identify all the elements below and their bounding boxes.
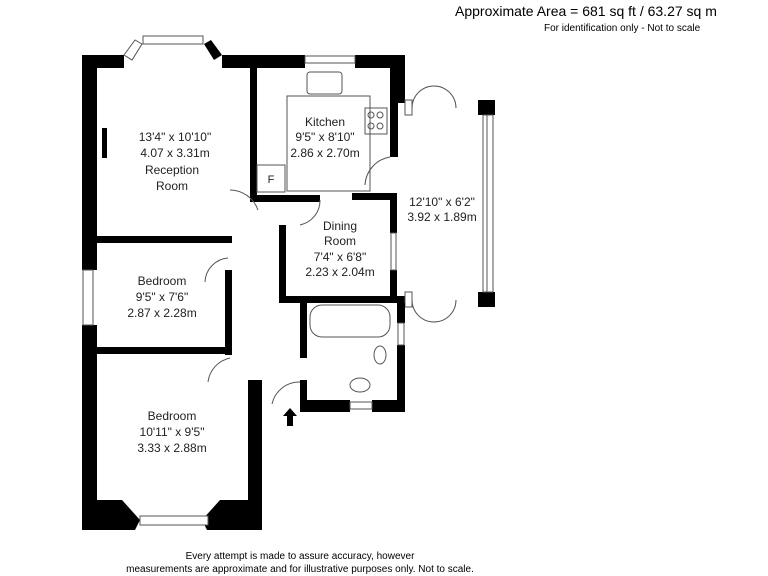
disclaimer: Every attempt is made to assure accuracy… [120,550,480,576]
dining-name: Dining [323,219,357,233]
identification-note: For identification only - Not to scale [544,23,701,34]
reception-name-2: Room [156,179,188,193]
bedroom2-name: Bedroom [148,409,197,423]
conservatory-imperial: 12'10" x 6'2" [409,195,475,209]
kitchen-metric: 2.86 x 2.70m [290,146,359,160]
room-labels: 13'4" x 10'10" 4.07 x 3.31m Reception Ro… [127,115,476,455]
fixtures [102,71,457,405]
bath-icon [309,304,391,338]
basin-icon [373,345,387,365]
dining-imperial: 7'4" x 6'8" [314,250,366,264]
reception-metric: 4.07 x 3.31m [140,146,209,160]
bedroom2-metric: 3.33 x 2.88m [137,441,206,455]
bedroom1-metric: 2.87 x 2.28m [127,306,196,320]
door-swing [229,189,259,211]
hob-icon [364,107,388,135]
fireplace [102,128,107,158]
dining-name-2: Room [324,234,356,248]
bedroom1-imperial: 9'5" x 7'6" [136,290,188,304]
reception-imperial: 13'4" x 10'10" [139,130,212,144]
fridge-label: F [268,174,275,186]
toilet-icon [349,377,371,393]
sink-icon [306,71,343,95]
conservatory-metric: 3.92 x 1.89m [407,210,476,224]
reception-name: Reception [145,163,199,177]
disclaimer-line-1: Every attempt is made to assure accuracy… [185,551,415,562]
kitchen-imperial: 9'5" x 8'10" [295,130,354,144]
entrance-arrow-icon [283,408,297,426]
bedroom2-imperial: 10'11" x 9'5" [140,425,205,439]
kitchen-name: Kitchen [305,115,345,129]
disclaimer-line-2: measurements are approximate and for ill… [126,564,474,575]
dining-metric: 2.23 x 2.04m [305,265,374,279]
walls [82,35,495,530]
bedroom1-name: Bedroom [138,274,187,288]
approximate-area: Approximate Area = 681 sq ft / 63.27 sq … [455,3,717,19]
